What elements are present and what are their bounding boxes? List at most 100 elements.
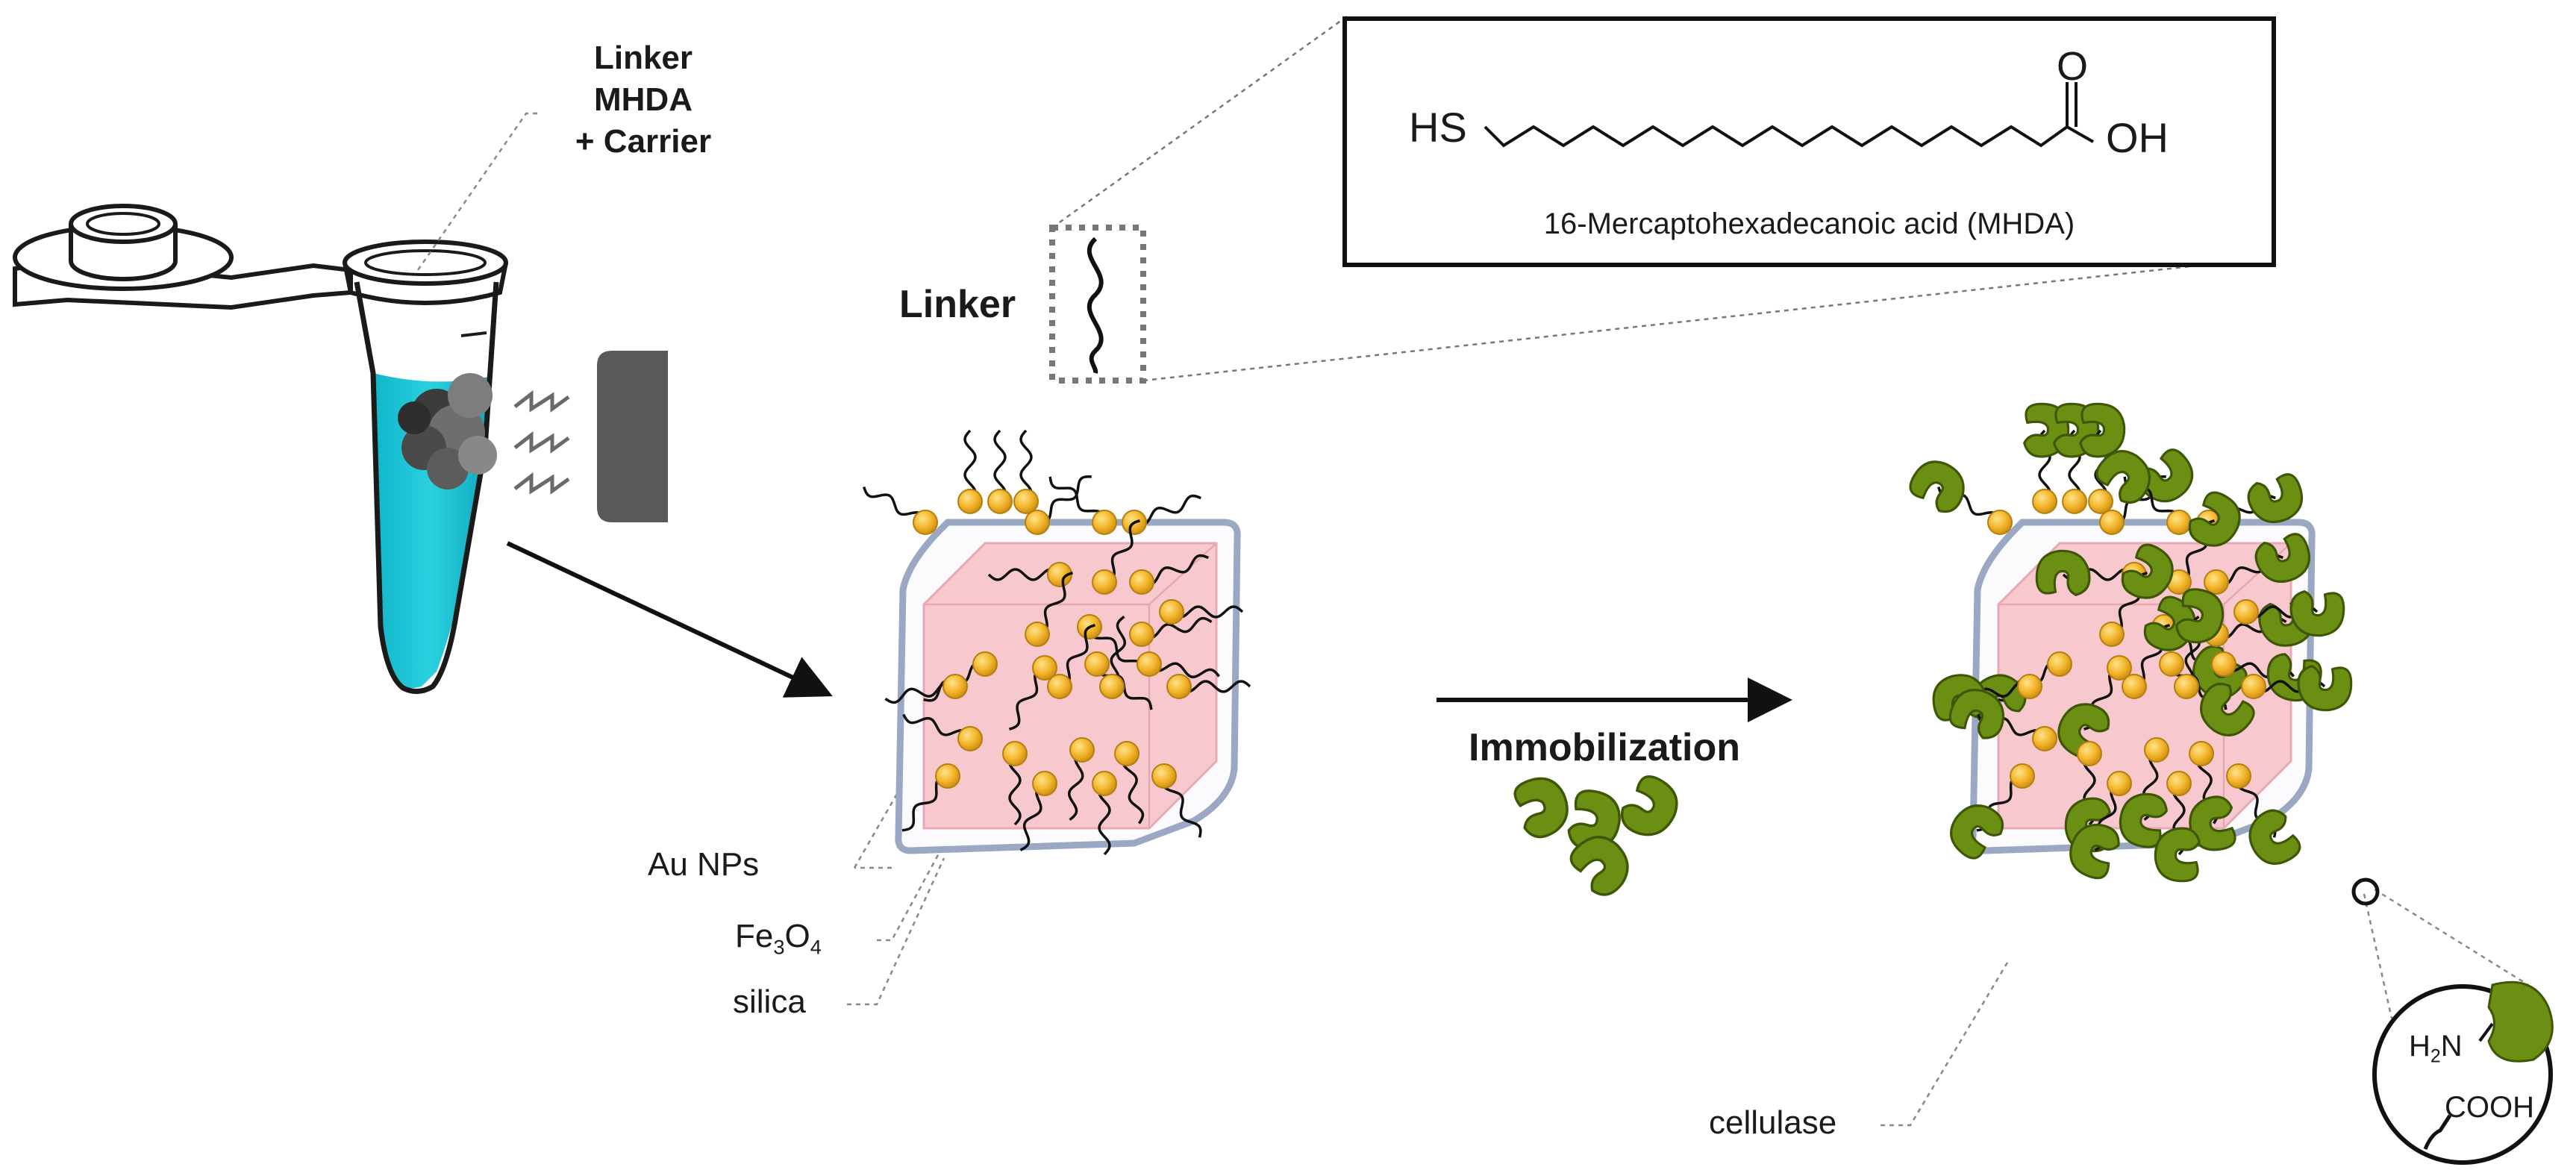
alkyl-chain-zigzag [1484,125,2094,148]
cellulase-enzyme-icon [2035,549,2091,596]
au-nanoparticle [2032,489,2057,514]
cellulase-enzyme-icon [2248,809,2301,865]
magnetic-particle-cluster [398,373,497,489]
cellulase-enzyme-icon [2189,795,2236,851]
au-nanoparticle [2159,651,2184,677]
au-nanoparticle [2174,674,2199,699]
au-nanoparticle [1129,569,1154,595]
au-nanoparticle [2166,771,2192,796]
microcentrifuge-tube [13,204,508,694]
cellulase-enzyme-icon [2119,792,2168,848]
cellulase-enzyme-icon [2297,665,2353,712]
magnet [513,351,668,522]
au-nanoparticle [2062,489,2087,514]
au-nanoparticle [1092,510,1117,535]
silica-label: silica [733,983,806,1020]
cellulase-enzyme-icon [1950,804,2004,860]
fe-subscript: 3 [773,935,785,959]
cellulase-enzyme-icon [1909,460,1965,513]
fe3o4-label: Fe3O4 [735,918,822,960]
cellulase-label: cellulase [1709,1104,1837,1141]
linker-zoom-box [1049,225,1146,384]
au-nanoparticle [1129,622,1154,647]
au-nps-label: Au NPs [648,846,760,883]
linker-chain [1141,554,1209,586]
carrier-particle-with-cellulase [1909,402,2353,883]
cellulase-enzyme-icon [1948,689,2005,739]
cellulase-enzyme-icon [1513,777,1569,839]
cellulase-enzyme-icon [2289,590,2345,637]
h-symbol: H [2409,1030,2430,1063]
au-nanoparticle [2211,651,2236,677]
au-nanoparticle [2032,726,2057,751]
inset-cooh-label: COOH [2445,1091,2534,1124]
au-nanoparticle [972,651,998,677]
au-nanoparticle [942,674,968,699]
o-subscript: 4 [810,935,822,959]
au-nanoparticle [1987,510,2013,535]
tube-label: Linker MHDA + Carrier [561,37,725,163]
au-nanoparticle [1114,741,1139,766]
tube-label-line2: MHDA [594,81,693,118]
au-nanoparticle [957,726,983,751]
cellulase-enzyme-icon [2057,703,2110,759]
carrier-particle-bare [863,429,1251,856]
cellulase-enzyme-icon [2175,588,2225,644]
cellulase-enzyme-icon [1569,836,1629,896]
mhda-caption: 16-Mercaptohexadecanoic acid (MHDA) [1543,207,2075,240]
au-nanoparticle [957,489,983,514]
carbonyl-oxygen: O [2057,44,2089,89]
au-nanoparticle [1166,674,1192,699]
au-nanoparticle [2122,674,2147,699]
magnetic-field-icon [513,390,570,495]
au-nanoparticle [2166,510,2192,535]
au-nanoparticle [2088,489,2113,514]
cellulase-enzyme-icon [2200,682,2255,736]
cellulase-enzyme-icon [2079,402,2126,458]
cellulase-enzyme-icon [1567,789,1621,851]
free-cellulase-enzymes [1513,775,1678,896]
au-nanoparticle [2017,674,2042,699]
au-nanoparticle [2047,651,2072,677]
au-nanoparticle [1069,737,1095,763]
cellulase-enzyme-icon [2247,473,2304,524]
au-nanoparticle [2010,763,2035,789]
cellulase-enzyme-icon [2192,645,2248,699]
au-nanoparticle [1151,763,1177,789]
amine-inset [2351,878,2554,1165]
au-nanoparticle [1025,510,1050,535]
hs-group: HS [1409,104,1467,151]
n-symbol: N [2440,1030,2463,1063]
cellulase-enzyme-icon [2095,450,2151,504]
linker-chain-icon [1087,237,1104,374]
cellulase-enzyme-icon [2069,823,2120,880]
au-nanoparticle [2077,741,2102,766]
au-nanoparticle [2241,674,2266,699]
cellulase-enzyme-icon [2154,827,2201,883]
au-nanoparticle [2233,599,2259,625]
au-nanoparticle [2204,569,2229,595]
au-nanoparticle [1159,599,1184,625]
tube-label-line1: Linker [593,40,693,76]
hydroxyl-group: OH [2106,114,2169,161]
mhda-structure-panel [1342,16,2276,267]
inset-amine-label: H2N [2409,1030,2463,1068]
au-nanoparticle [1092,569,1117,595]
tube-label-line3: + Carrier [575,123,712,160]
fe-symbol: Fe [735,918,774,954]
au-nanoparticle [2144,737,2169,763]
linker-label: Linker [899,283,1016,326]
cellulase-enzyme-icon [2188,491,2241,547]
au-nanoparticle [913,510,938,535]
au-nanoparticle [1047,674,1072,699]
au-nanoparticle [1092,771,1117,796]
immobilization-label: Immobilization [1469,726,1740,769]
au-nanoparticle [2099,622,2125,647]
au-nanoparticle [1013,489,1039,514]
au-nanoparticle [1002,741,1028,766]
au-nanoparticle [2099,510,2125,535]
cellulase-enzyme-icon [2254,533,2311,584]
au-nanoparticle [1099,674,1125,699]
au-nanoparticle [1025,622,1050,647]
